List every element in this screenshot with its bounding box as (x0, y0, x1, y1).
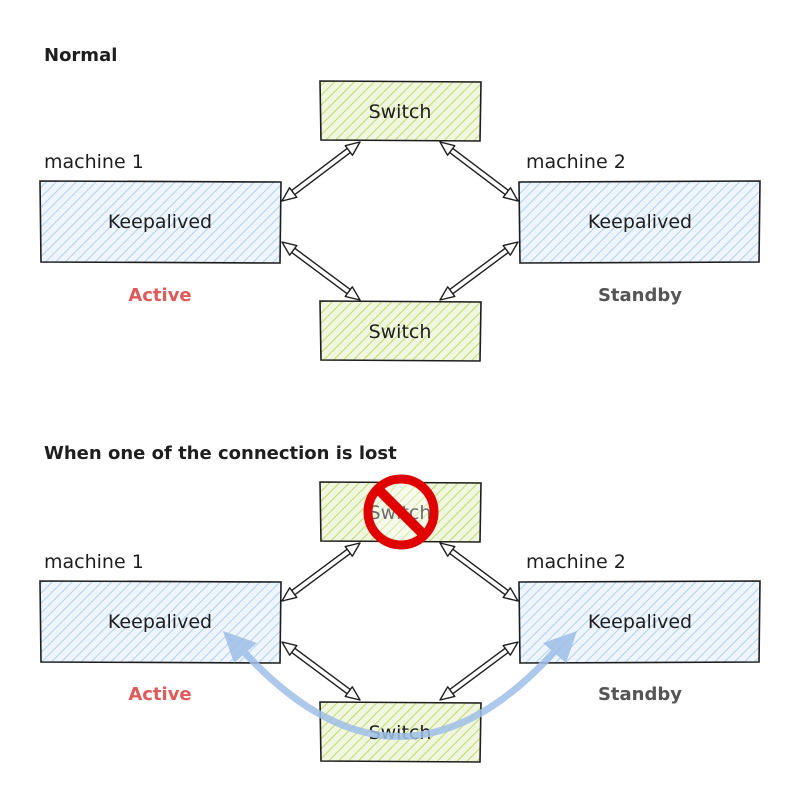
switch-box-outline (319, 80, 482, 142)
double-arrow (281, 241, 361, 301)
switch-label: Switch (369, 101, 432, 123)
switch-top: Switch (319, 80, 482, 142)
machine-box-outline (518, 580, 761, 664)
status-standby: Standby (598, 285, 682, 306)
double-arrow (281, 641, 361, 701)
arrow-head (439, 286, 456, 301)
arrow-shaft (449, 146, 512, 193)
machine-box-outline (39, 580, 282, 664)
arrow-shaft (449, 250, 512, 297)
arrow-shaft (288, 146, 351, 193)
arrow-shaft (446, 150, 509, 197)
machine-1: machine 1 Keepalived Active (39, 151, 282, 306)
double-arrow (439, 141, 519, 202)
arrow-head (502, 641, 519, 656)
machine-box-outline (518, 180, 761, 264)
arrow-shaft (446, 245, 509, 292)
arrow-shaft (449, 650, 512, 697)
arrow-shaft (446, 551, 509, 598)
arrow-head (439, 686, 456, 701)
status-active: Active (128, 684, 191, 705)
machine-box-outline (39, 180, 282, 264)
arrow-shaft (291, 645, 354, 692)
arrow-head (439, 141, 456, 156)
connection-arrows (281, 141, 519, 301)
switch-box (320, 81, 481, 141)
section-connection-lost: When one of the connection is lost Switc… (39, 443, 761, 763)
switch-label: Switch (369, 321, 432, 343)
arrow-shaft (288, 546, 351, 593)
machine-2: machine 2 Keepalived Standby (518, 551, 761, 705)
arrow-head (281, 241, 298, 256)
switch-box (320, 301, 481, 361)
double-arrow (439, 241, 519, 301)
section-heading: Normal (44, 45, 117, 66)
keepalived-label: Keepalived (588, 211, 692, 233)
switch-bottom: Switch (319, 701, 482, 763)
machine-2: machine 2 Keepalived Standby (518, 151, 761, 306)
arrow-head (281, 587, 298, 602)
arrow-head (281, 641, 298, 656)
double-arrow (439, 641, 519, 701)
arrow-shaft (446, 645, 509, 692)
arrow-head (344, 141, 361, 156)
section-normal: Normal machine 1 Keepalived Active machi… (39, 45, 761, 362)
switch-box-outline (319, 300, 482, 362)
machine-title: machine 1 (44, 551, 144, 573)
arrow-head (344, 686, 361, 701)
keepalived-label: Keepalived (588, 611, 692, 633)
double-arrow (439, 542, 519, 602)
arrow-shaft (288, 650, 351, 697)
machine-title: machine 2 (526, 151, 626, 173)
status-active: Active (128, 285, 191, 306)
machine-box (519, 181, 760, 263)
arrow-shaft (288, 250, 351, 297)
arrow-head (344, 286, 361, 301)
arrow-head (502, 587, 519, 602)
machine-box (40, 181, 281, 263)
switch-box (320, 702, 481, 762)
no-entry-icon (363, 474, 439, 550)
machine-title: machine 1 (44, 151, 144, 173)
double-arrow (281, 141, 361, 202)
machine-title: machine 2 (526, 551, 626, 573)
arrow-head (281, 187, 298, 202)
arrow-head (502, 187, 519, 202)
keepalived-label: Keepalived (108, 611, 212, 633)
connection-arrows (281, 542, 519, 701)
double-arrow (281, 542, 361, 602)
arrow-head (439, 542, 456, 557)
arrow-head (502, 241, 519, 256)
status-standby: Standby (598, 684, 682, 705)
arrow-shaft (291, 150, 354, 197)
arrow-shaft (291, 245, 354, 292)
arrow-shaft (291, 551, 354, 598)
section-heading: When one of the connection is lost (44, 443, 397, 464)
switch-box-outline (319, 701, 482, 763)
curved-double-arrow-icon (223, 631, 577, 740)
switch-box-outline (319, 481, 482, 543)
machine-1: machine 1 Keepalived Active (39, 551, 282, 705)
arrow-shaft (449, 546, 512, 593)
arrow-head (344, 542, 361, 557)
keepalived-label: Keepalived (108, 211, 212, 233)
switch-bottom: Switch (319, 300, 482, 362)
